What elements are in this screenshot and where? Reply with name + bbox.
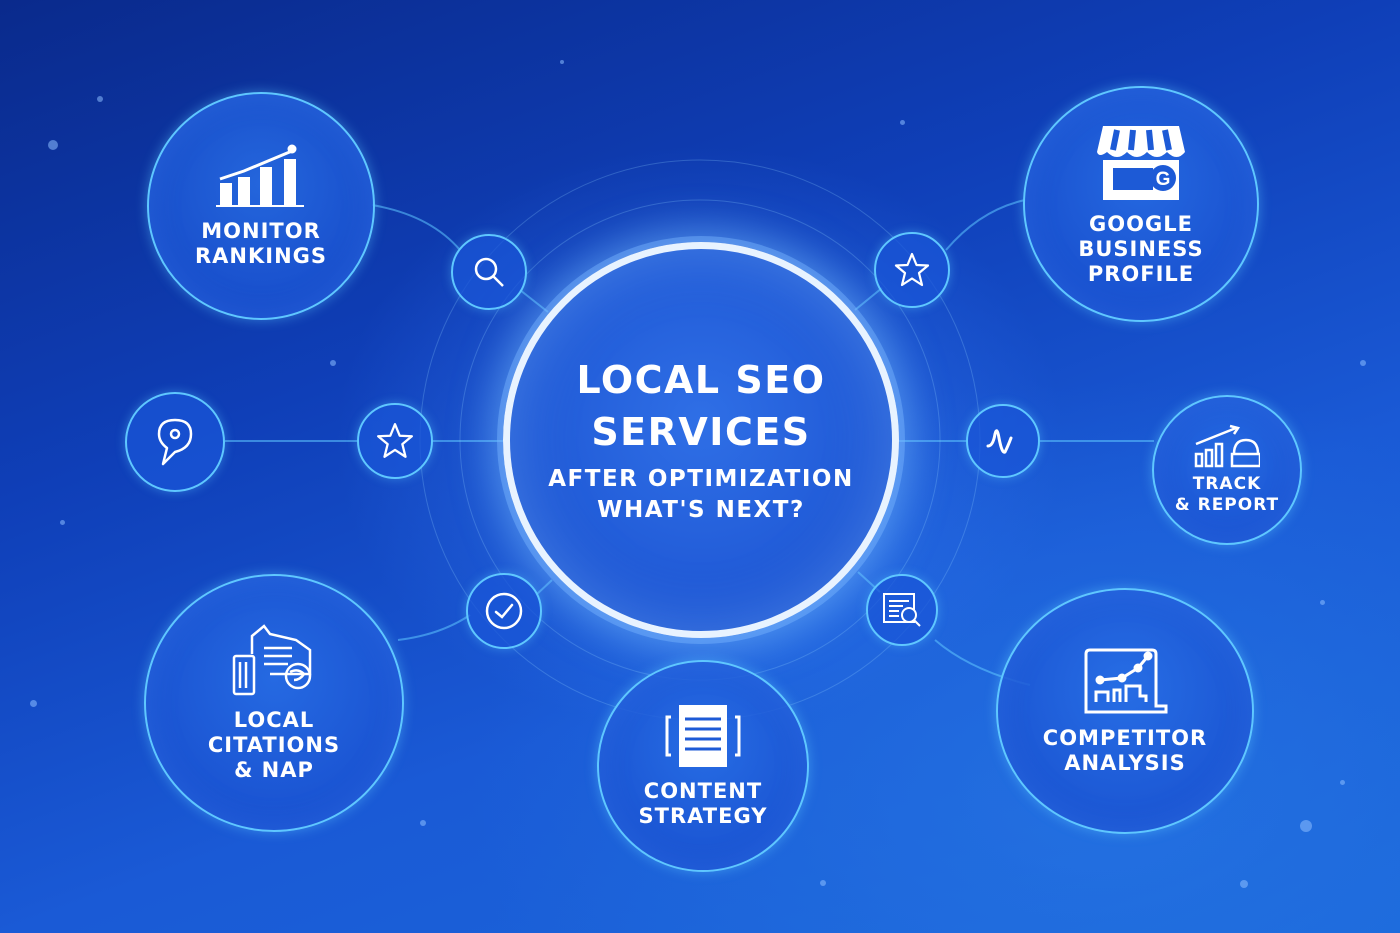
star-particle [97,96,103,102]
node-label: LOCAL CITATIONS & NAP [207,707,341,782]
pulse-icon [986,429,1013,454]
star-particle [1300,820,1312,832]
connector-report-search [866,574,938,646]
star-particle [1360,360,1366,366]
bar-chart-trend-icon [216,144,304,207]
star-particle [820,880,826,886]
center-hub: LOCAL SEO SERVICES AFTER OPTIMIZATION WH… [503,242,899,638]
connector-location [125,392,225,492]
main-title: LOCAL SEO SERVICES [576,358,826,454]
connector-star-left [357,403,433,479]
report-search-icon [883,593,921,627]
node-label: GOOGLE BUSINESS PROFILE [1078,211,1204,286]
location-pin-icon [157,418,193,466]
node-monitor-rankings: MONITOR RANKINGS [147,92,375,320]
citations-folder-icon [232,623,312,695]
subtitle: AFTER OPTIMIZATION WHAT'S NEXT? [548,466,854,523]
connector-star-top-right [874,232,950,308]
search-icon [474,257,504,287]
star-particle [48,140,58,150]
star-particle [60,520,65,525]
node-competitor-analysis: COMPETITOR ANALYSIS [996,588,1254,834]
star-icon [894,252,930,287]
analytics-dashboard-icon [1084,648,1168,714]
star-icon [377,423,413,458]
node-content-strategy: CONTENT STRATEGY [597,660,809,872]
connector-check [466,573,542,649]
star-particle [330,360,336,366]
star-particle [900,120,905,125]
node-track-report: TRACK & REPORT [1152,395,1302,545]
star-particle [1240,880,1248,888]
star-particle [1340,780,1345,785]
check-circle-icon [485,592,523,630]
star-particle [560,60,564,64]
node-label: CONTENT STRATEGY [638,779,768,828]
node-local-citations-nap: LOCAL CITATIONS & NAP [144,574,404,832]
storefront-g-icon: G [1097,125,1185,200]
node-label: TRACK & REPORT [1174,474,1280,515]
document-list-icon [665,705,741,767]
star-particle [30,700,37,707]
growth-chart-lock-icon [1194,424,1260,468]
connector-search [451,234,527,310]
star-particle [1320,600,1325,605]
node-label: COMPETITOR ANALYSIS [1042,726,1208,775]
svg-text:G: G [1156,169,1171,190]
node-label: MONITOR RANKINGS [194,219,328,268]
node-google-business-profile: G GOOGLE BUSINESS PROFILE [1023,86,1259,322]
connector-pulse [966,404,1040,478]
star-particle [420,820,426,826]
